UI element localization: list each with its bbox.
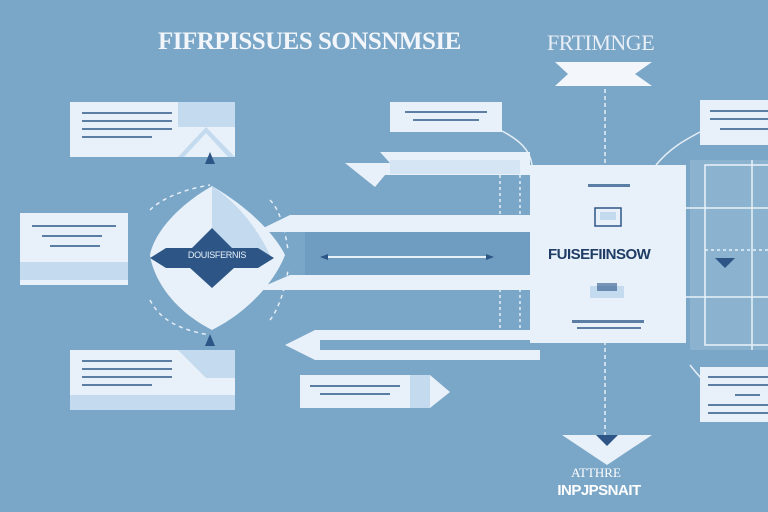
panel-center-main: [530, 165, 686, 343]
panel-bottom-left: [70, 350, 235, 410]
hub-circle: [150, 186, 285, 330]
band-center: [255, 215, 540, 290]
arrow-down-icon-right: [715, 258, 735, 268]
panel-top-left: [70, 102, 235, 157]
panel-left-middle: [20, 213, 128, 285]
grid-right: [686, 160, 768, 350]
panel-top-center: [390, 102, 502, 132]
diagram-title-right: FRTIMNGE: [547, 30, 655, 55]
footer-line-1: ATTHRE: [571, 465, 621, 480]
arrow-lower-left: [285, 330, 540, 360]
hub-label: DOUISFERNIS: [187, 250, 247, 260]
panel-right-top: [700, 100, 768, 145]
footer-line-2: INPJPSNAIT: [557, 482, 641, 499]
arrow-top-left: [345, 152, 530, 187]
arrow-up-icon-lower: [205, 334, 215, 346]
center-panel-label: FUISEFIINSOW: [548, 246, 651, 263]
diagram-title: FIFRPISSUES SONSNMSIE: [158, 28, 461, 55]
ribbon-top-right: [555, 62, 652, 86]
tag-bottom-center: [300, 375, 450, 408]
arrow-up-icon: [205, 152, 215, 164]
panel-right-bottom: [700, 367, 768, 422]
funnel-bottom: [562, 435, 652, 465]
